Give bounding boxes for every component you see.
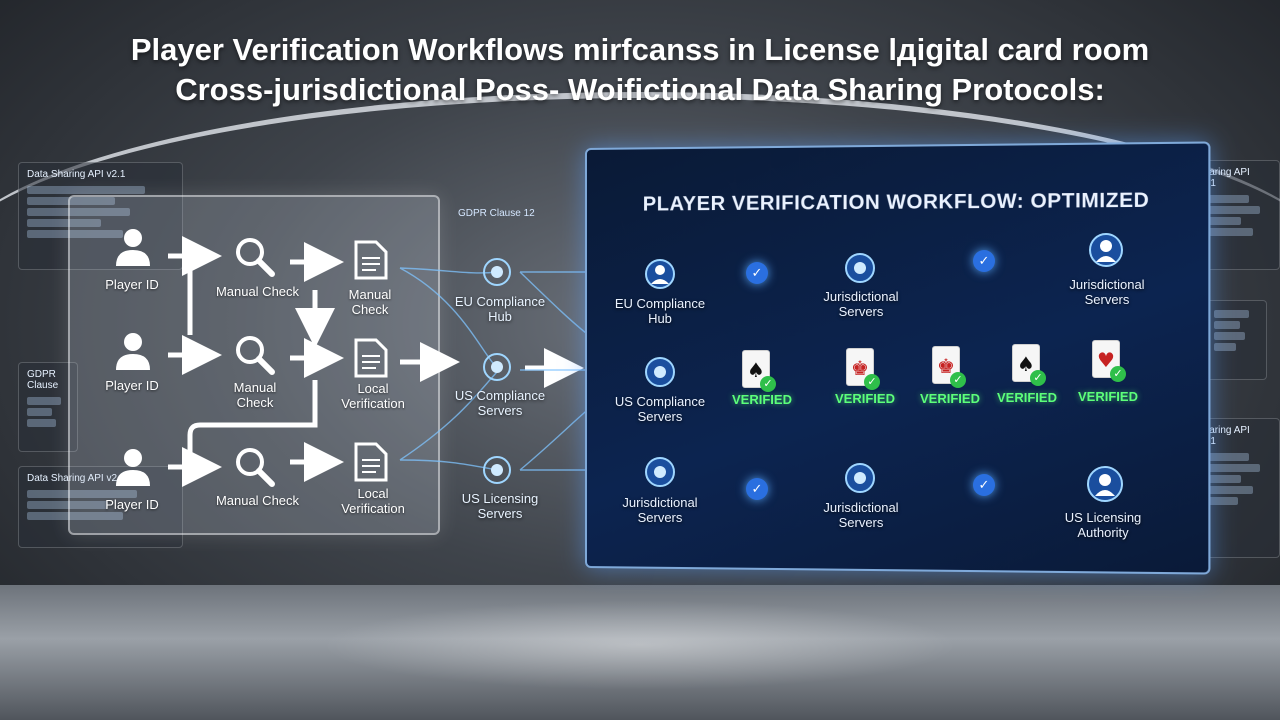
legacy-step-label-2: Local Verification bbox=[341, 381, 405, 411]
document-icon bbox=[354, 442, 388, 482]
side-panel-left-bottom: Data Sharing API v2.1 bbox=[18, 466, 183, 548]
player-id-icon bbox=[116, 449, 150, 486]
playing-card-icon: ♚✓ bbox=[932, 346, 966, 388]
side-panel-left-top: Data Sharing API v2.1 bbox=[18, 162, 183, 270]
legacy-check-label-1: Manual Check bbox=[215, 284, 300, 299]
title-line-1: Player Verification Workflows mirfcanss … bbox=[130, 32, 1150, 67]
floor bbox=[0, 585, 1280, 720]
check-badge-icon: ✓ bbox=[746, 262, 768, 284]
legacy-player-label-3: Player ID bbox=[105, 497, 159, 512]
floor-glow bbox=[320, 600, 960, 690]
compliance-gear-icon bbox=[483, 353, 511, 381]
legacy-step-label-1: Manual Check bbox=[348, 287, 392, 317]
verified-label: VERIFIED bbox=[997, 390, 1057, 405]
side-panel-left-mid-title: GDPR Clause bbox=[27, 369, 59, 391]
magnifier-icon bbox=[236, 448, 275, 487]
document-icon bbox=[354, 338, 388, 378]
card-suit: ♥ bbox=[1097, 348, 1115, 372]
playing-card-icon: ♠✓ bbox=[1012, 344, 1046, 386]
legacy-player-label-1: Player ID bbox=[105, 277, 159, 292]
server-node-icon bbox=[845, 463, 875, 493]
player-id-icon bbox=[116, 229, 150, 266]
legacy-connectors bbox=[187, 268, 318, 455]
optimized-title: PLAYER VERIFICATION WORKFLOW: OPTIMIZED bbox=[642, 189, 1150, 216]
node-top-mid-label: Jurisdictional Servers bbox=[823, 289, 899, 319]
server-node-icon bbox=[645, 457, 675, 487]
hub-eu-label: EU Compliance Hub bbox=[454, 294, 546, 324]
side-panel-left-top-title: Data Sharing API v2.1 bbox=[27, 169, 126, 180]
server-node-icon bbox=[845, 253, 875, 283]
verified-label: VERIFIED bbox=[920, 391, 980, 406]
title-line-2: Cross-jurisdictional Poss- Woifictional … bbox=[175, 72, 1105, 107]
playing-card-icon: ♠✓ bbox=[742, 350, 776, 392]
check-badge-icon: ✓ bbox=[973, 250, 995, 272]
user-node-icon bbox=[1087, 466, 1123, 502]
node-top-right-label: Jurisdictional Servers bbox=[1069, 277, 1145, 307]
playing-card-icon: ♥✓ bbox=[1092, 340, 1126, 382]
gdpr-clause-tag: GDPR Clause 12 bbox=[458, 208, 535, 219]
server-node-icon bbox=[645, 357, 675, 387]
playing-card-icon: ♚✓ bbox=[846, 348, 880, 390]
card-suit: ♠ bbox=[747, 358, 765, 382]
legacy-check-label-2: Manual Check bbox=[233, 380, 277, 410]
hub-us-licensing-label: US Licensing Servers bbox=[461, 491, 539, 521]
magnifier-icon bbox=[236, 336, 275, 375]
card-suit: ♠ bbox=[1017, 352, 1035, 376]
legacy-player-label-2: Player ID bbox=[105, 378, 159, 393]
verified-label: VERIFIED bbox=[1078, 389, 1138, 404]
node-eu-hub-label: EU Compliance Hub bbox=[614, 296, 706, 326]
magnifier-icon bbox=[236, 238, 275, 277]
card-suit: ♚ bbox=[851, 356, 869, 380]
card-suit: ♚ bbox=[937, 354, 955, 378]
user-node-icon bbox=[1089, 233, 1123, 267]
node-us-servers-label: US Compliance Servers bbox=[614, 394, 706, 424]
player-id-icon bbox=[116, 333, 150, 370]
verified-label: VERIFIED bbox=[732, 392, 792, 407]
side-panel-left-bottom-title: Data Sharing API v2.1 bbox=[27, 473, 126, 484]
user-node-icon bbox=[645, 259, 675, 289]
compliance-gear-icon bbox=[483, 258, 511, 286]
legacy-step-label-3: Local Verification bbox=[341, 486, 405, 516]
legacy-check-label-3: Manual Check bbox=[215, 493, 300, 508]
node-bottom-mid-label: Jurisdictional Servers bbox=[823, 500, 899, 530]
hub-us-compliance-label: US Compliance Servers bbox=[454, 388, 546, 418]
check-badge-icon: ✓ bbox=[746, 478, 768, 500]
side-panel-left-mid: GDPR Clause bbox=[18, 362, 78, 452]
compliance-gear-icon bbox=[483, 456, 511, 484]
document-icon bbox=[354, 240, 388, 280]
check-badge-icon: ✓ bbox=[973, 474, 995, 496]
verified-label: VERIFIED bbox=[835, 391, 895, 406]
page-title: Player Verification Workflows mirfcanss … bbox=[0, 30, 1280, 110]
node-us-authority-label: US Licensing Authority bbox=[1064, 510, 1142, 540]
node-bottom-left-label: Jurisdictional Servers bbox=[622, 495, 698, 525]
ceiling-arc bbox=[0, 92, 1280, 272]
legacy-arrows bbox=[168, 236, 584, 487]
